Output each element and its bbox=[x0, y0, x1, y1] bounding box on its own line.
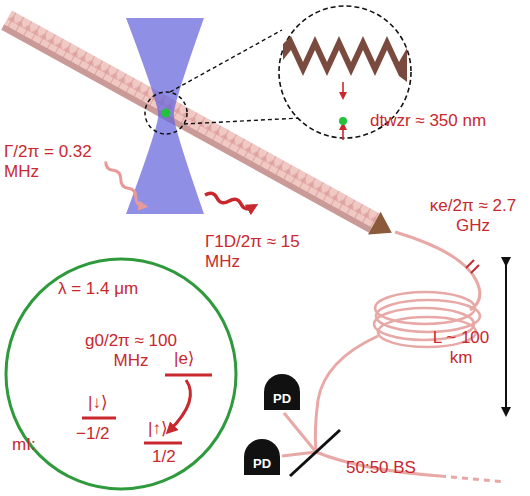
level-label: |↓⟩ bbox=[88, 393, 128, 413]
decay-rate-label: Γ/2π = 0.32 MHz bbox=[4, 142, 104, 182]
detector-label: PD bbox=[253, 456, 271, 471]
coupling-rate-label: Γ1D/2π ≈ 15 MHz bbox=[205, 232, 305, 272]
level-label: mI: bbox=[12, 435, 52, 455]
photodetector: PD bbox=[262, 372, 302, 412]
beamsplitter-label: 50:50 BS bbox=[346, 458, 436, 478]
level-label: |e⟩ bbox=[174, 349, 214, 369]
detector-label: PD bbox=[273, 391, 291, 406]
level-label: |↑⟩ bbox=[148, 419, 188, 439]
level-label: g0/2π ≈ 100 MHz bbox=[84, 331, 178, 371]
length-label: L ~ 100 km bbox=[420, 328, 502, 368]
cavity-rate-label: κe/2π ≈ 2.7 GHz bbox=[418, 196, 528, 236]
distance-label: dtwzr ≈ 350 nm bbox=[370, 111, 510, 131]
level-label: 1/2 bbox=[152, 447, 188, 467]
level-diagram-circle: λ = 1.4 μm g0/2π ≈ 100 MHz|e⟩ mI: |↓⟩ |↑⟩ −1/… bbox=[6, 259, 236, 489]
level-label: −1/2 bbox=[76, 424, 120, 444]
photodetector: PD bbox=[242, 437, 282, 477]
level-label: λ = 1.4 μm bbox=[58, 279, 168, 299]
